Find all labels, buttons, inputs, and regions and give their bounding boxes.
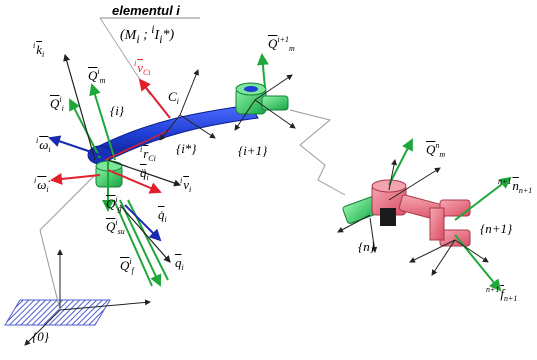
- label-brace-0: {0}: [32, 329, 49, 344]
- label-v-i: ivi: [180, 176, 192, 194]
- vector-Q-f-3: [113, 199, 153, 287]
- label-Q-f: Qif: [120, 257, 134, 275]
- kinematic-chain-line: [289, 109, 346, 196]
- element-formula: (Mi ; iIi*): [120, 23, 175, 46]
- axis-n-b: [388, 167, 441, 201]
- axis-i1-a: [254, 74, 293, 101]
- axis-i1-b: [254, 99, 296, 129]
- element-title: elementul i: [112, 3, 180, 18]
- axis-n1-b: [454, 239, 489, 263]
- joint-i-plus-1: [235, 82, 289, 115]
- label-Q-m-n: Qnm: [426, 141, 446, 159]
- vector-Q-m-next: [256, 53, 269, 89]
- label-brace-n: {n}: [358, 239, 375, 254]
- axis-istar-x: [179, 114, 216, 139]
- vector-qdd-i: [107, 169, 162, 194]
- axis-n1-c: [409, 239, 456, 263]
- vector-Q-m-n: [388, 138, 413, 186]
- axis-n-a: [388, 159, 397, 191]
- vector-Q-i: [69, 98, 101, 159]
- label-brace-i: {i}: [110, 103, 125, 118]
- label-Q-su: Qisu: [106, 218, 125, 236]
- label-qdd-i: q̈i: [140, 165, 149, 182]
- axis-n-d: [369, 217, 378, 253]
- vector-omega-i: [48, 135, 101, 156]
- label-Q-i: Qii: [50, 95, 64, 113]
- label-omega-i: iωi: [36, 136, 51, 154]
- axis-k-i: [63, 53, 96, 161]
- label-v-Ci: ivCi: [134, 59, 151, 77]
- axis-i1-c: [234, 99, 256, 131]
- label-Q-g: Qig: [106, 195, 122, 213]
- end-effector: [337, 138, 512, 292]
- label-C-i: Ci: [168, 89, 179, 106]
- vector-n-n1: [454, 176, 512, 221]
- base-x-axis: [59, 299, 151, 311]
- label-brace-n-plus-1: {n+1}: [480, 221, 513, 236]
- label-omegadot-i: iω̇i: [34, 176, 49, 194]
- base-to-link-path: [39, 174, 96, 311]
- vector-f-n1: [454, 234, 502, 292]
- label-q-i: qi: [175, 255, 184, 272]
- axis-istar-y: [159, 114, 181, 141]
- label-brace-i-plus-1: {i+1}: [238, 143, 268, 158]
- vector-Q-m: [89, 83, 116, 161]
- vector-r-Ci: [104, 129, 171, 161]
- label-qd-i: q̇i: [158, 207, 167, 224]
- axis-v-i: [107, 159, 182, 187]
- vector-Q-f: [119, 199, 162, 287]
- vector-v-Ci: [138, 78, 171, 119]
- axis-q-i: [119, 204, 171, 263]
- label-n-n1: n+1nn+1: [498, 177, 533, 195]
- axis-istar-z: [179, 69, 199, 116]
- vector-qd-i: [124, 204, 162, 242]
- base-y-axis: [24, 309, 61, 346]
- label-Q-m: Qim: [88, 67, 106, 85]
- vector-omegadot-i: [50, 172, 101, 185]
- label-f-n1: n+1fn+1: [486, 285, 518, 303]
- axis-n1-a: [431, 239, 456, 276]
- label-brace-istar: {i*}: [176, 141, 197, 156]
- label-r-Ci: irCi: [140, 145, 156, 163]
- vectors-link-i: [48, 53, 296, 287]
- axis-n-c: [337, 214, 371, 233]
- base-frame: [4, 174, 151, 346]
- label-k-i: iki: [33, 41, 45, 59]
- label-Q-m-next: Qi+1m: [268, 35, 295, 53]
